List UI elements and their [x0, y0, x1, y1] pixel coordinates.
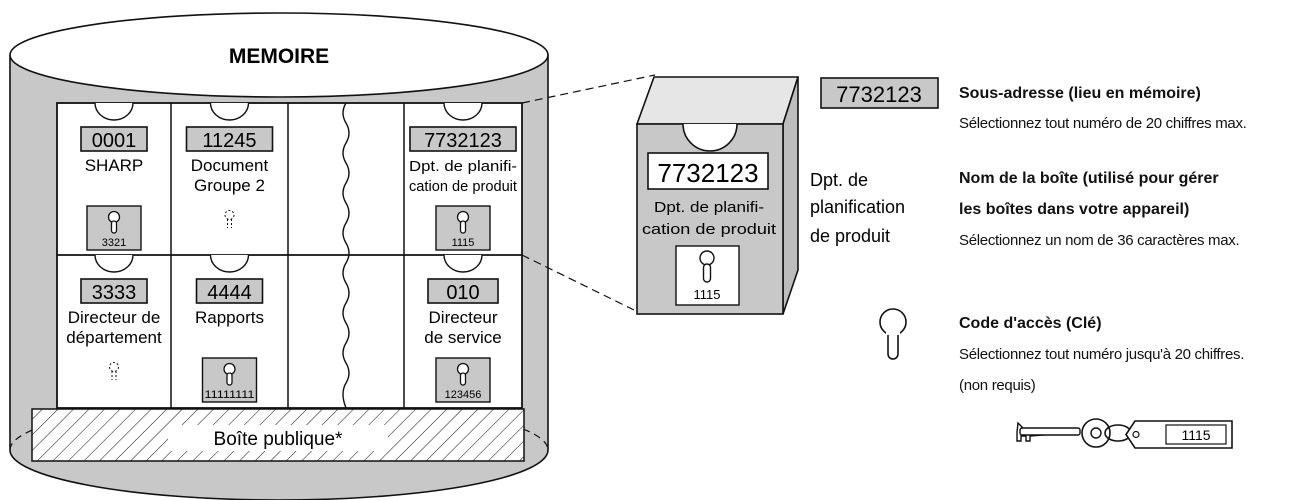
mailbox-number: 3333: [92, 282, 137, 304]
detail-caption-line-2: planification: [810, 197, 905, 217]
mailbox-number: 0001: [92, 130, 137, 152]
access-code-title: Code d'accès (Clé): [959, 315, 1102, 333]
detail-caption-line-3: de produit: [810, 226, 890, 246]
mailbox-name-line: département: [66, 328, 162, 347]
box-name-title-line-1: Nom de la boîte (utilisé pour gérer: [959, 170, 1219, 188]
access-code-keyhole-icon: [880, 309, 906, 359]
mailbox-name-line: Directeur: [429, 308, 498, 327]
detail-box-number: 7732123: [657, 158, 758, 188]
mailbox-name-line: cation de produit: [409, 178, 518, 195]
mailbox-name-line: Groupe 2: [194, 176, 265, 195]
mailbox-key-code: 123456: [445, 389, 482, 401]
mailbox-name-line: Dpt. de planifi-: [409, 158, 517, 175]
public-box-label: Boîte publique*: [214, 429, 343, 450]
mailbox-key-code: 3321: [102, 237, 126, 249]
detail-mailbox: [637, 77, 798, 314]
memory-title: MEMOIRE: [229, 45, 329, 68]
mailbox-name-line: Directeur de: [68, 308, 161, 327]
detail-box-name-line-1: Dpt. de planifi-: [654, 199, 764, 216]
detail-caption-line-1: Dpt. de: [810, 170, 868, 190]
subaddress-desc: Sélectionnez tout numéro de 20 chiffres …: [959, 115, 1247, 132]
detail-key-code: 1115: [694, 287, 721, 302]
mailbox-key-code: 11111111: [205, 389, 255, 401]
mailbox-name-line: Rapports: [195, 308, 264, 327]
access-code-desc-line-2: (non requis): [959, 377, 1035, 394]
subaddress-title: Sous-adresse (lieu en mémoire): [959, 85, 1201, 103]
key-tag-code: 1115: [1181, 427, 1210, 443]
mailbox-number: 11245: [202, 130, 256, 152]
box-name-title-line-2: les boîtes dans votre appareil): [959, 201, 1189, 219]
legend-subaddress-sample: 7732123: [836, 82, 922, 107]
box-name-desc: Sélectionnez un nom de 36 caractères max…: [959, 232, 1239, 249]
mailbox-name-line: de service: [424, 328, 501, 347]
mailbox-number: 7732123: [424, 130, 502, 152]
detail-box-name-line-2: cation de produit: [642, 221, 777, 238]
mailbox-name-line: Document: [191, 156, 269, 175]
mailbox-key-code: 1115: [452, 237, 475, 249]
mailbox-number: 4444: [207, 282, 252, 304]
mailbox-number: 010: [446, 282, 479, 304]
access-code-desc-line-1: Sélectionnez tout numéro jusqu'à 20 chif…: [959, 346, 1244, 363]
mailbox-name-line: SHARP: [85, 156, 144, 175]
